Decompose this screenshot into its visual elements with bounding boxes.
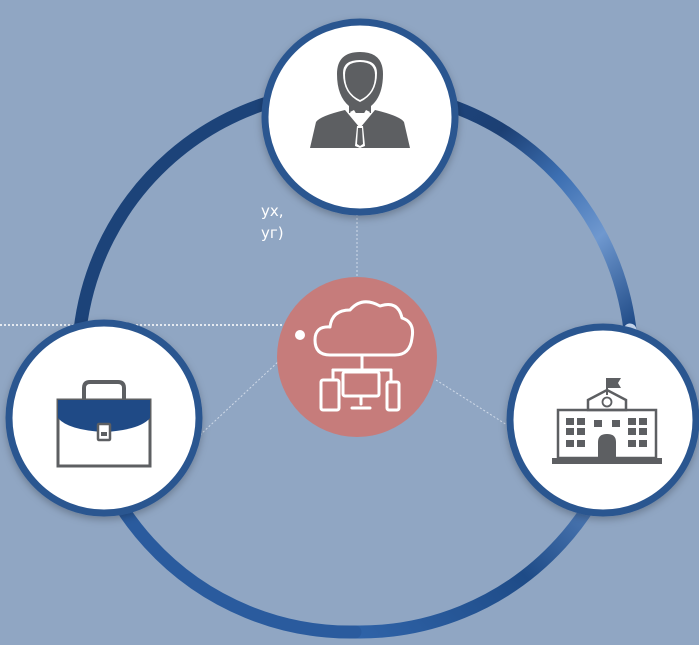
connector-left <box>199 359 281 436</box>
side-text-line-2: уг) <box>261 224 284 242</box>
connector-right <box>435 379 516 431</box>
connector-dot <box>295 330 305 340</box>
right-node[interactable] <box>506 323 699 517</box>
briefcase-icon <box>56 380 152 468</box>
businessman-icon <box>310 52 410 148</box>
cloud-network-icon <box>313 300 414 412</box>
side-text-line-1: ух, <box>261 202 284 220</box>
school-building-icon <box>552 378 662 464</box>
top-node[interactable] <box>261 18 459 216</box>
center-node[interactable] <box>277 277 437 437</box>
